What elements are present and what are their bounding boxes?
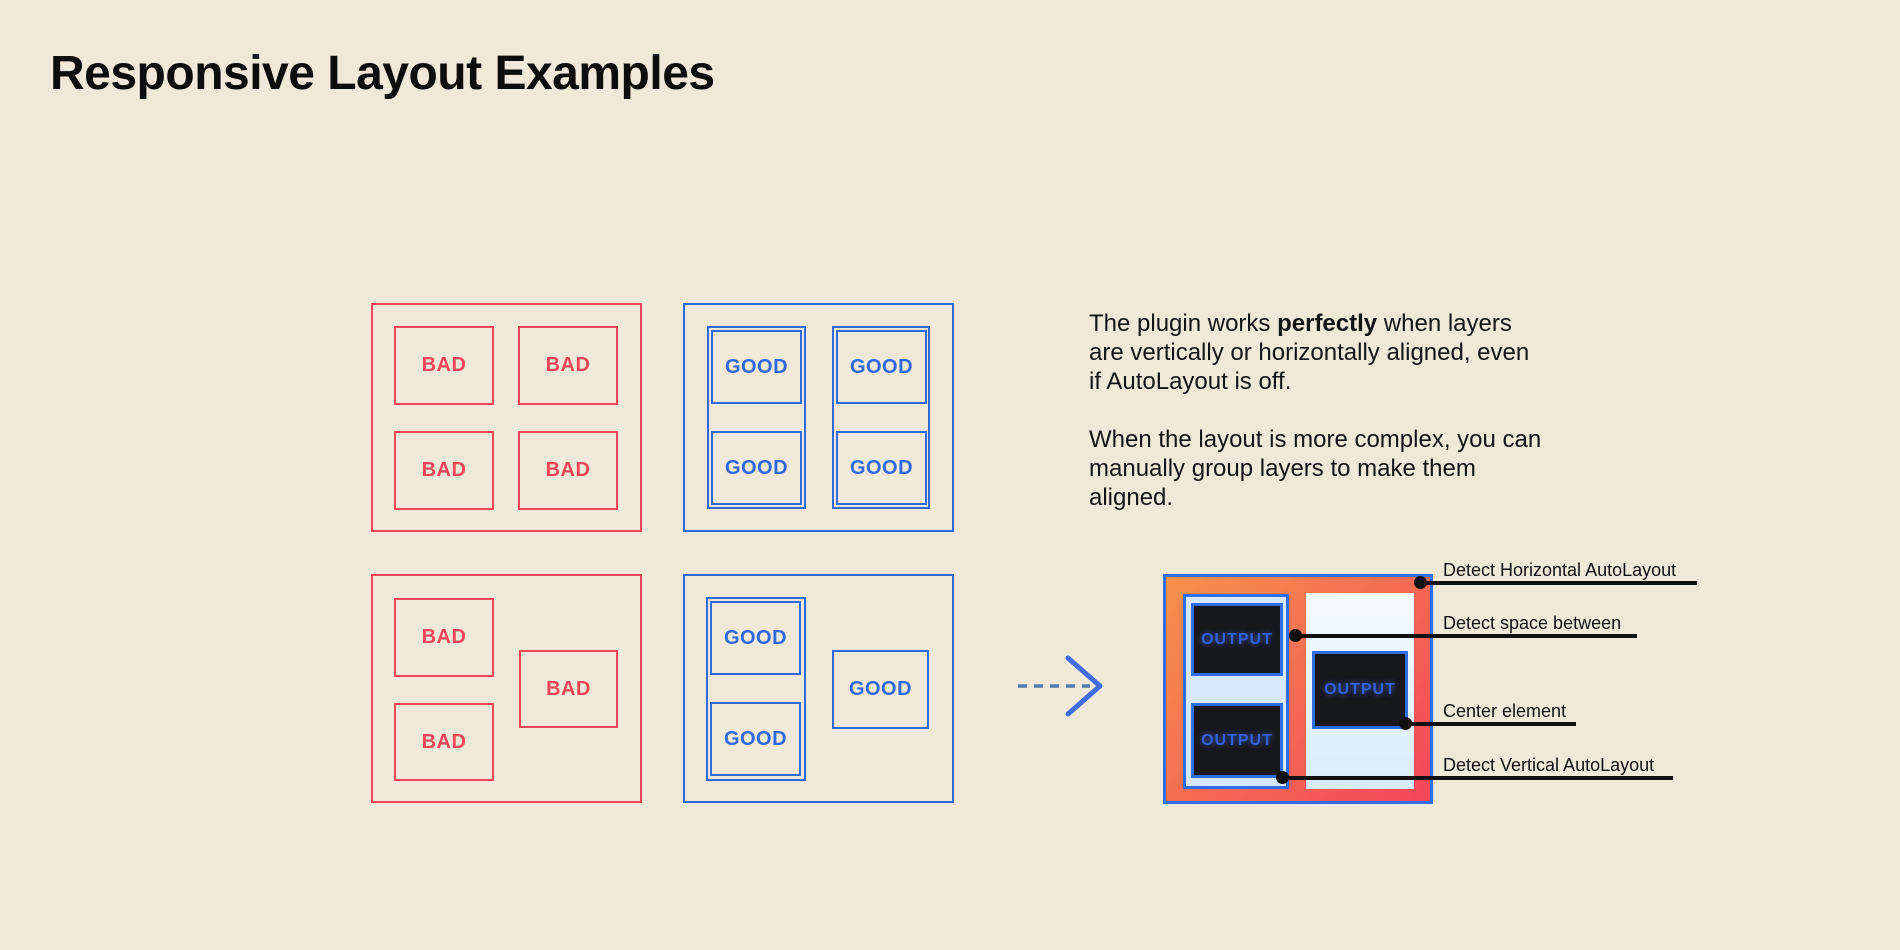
good-column-wrapper: GOOD GOOD <box>832 326 930 509</box>
good-box: GOOD <box>710 702 801 776</box>
callout-label-horizontal: Detect Horizontal AutoLayout <box>1443 560 1677 580</box>
description-paragraph-2: When the layout is more complex, you can… <box>1089 426 1542 511</box>
good-box: GOOD <box>836 431 927 505</box>
bad-box: BAD <box>518 326 618 405</box>
callout-line-space-between <box>1296 634 1637 638</box>
callout-label-center: Center element <box>1443 701 1567 721</box>
callout-dot-space-between <box>1289 629 1302 642</box>
good-box: GOOD <box>710 601 801 675</box>
page-title: Responsive Layout Examples <box>50 47 715 100</box>
bad-group-complex: BAD BAD BAD <box>371 574 642 803</box>
callout-label-space-between: Detect space between <box>1443 613 1622 633</box>
callout-line-vertical <box>1283 776 1673 780</box>
description-p1-bold: perfectly <box>1277 310 1378 337</box>
good-box: GOOD <box>711 431 802 505</box>
callout-line-center <box>1406 722 1576 726</box>
callout-dot-center <box>1399 717 1412 730</box>
good-box: GOOD <box>836 330 927 404</box>
good-group-complex: GOOD GOOD GOOD <box>683 574 954 803</box>
callout-label-vertical: Detect Vertical AutoLayout <box>1443 755 1655 775</box>
bad-box: BAD <box>394 326 494 405</box>
callout-dot-horizontal <box>1414 576 1427 589</box>
bad-box: BAD <box>394 431 494 510</box>
good-column-wrapper: GOOD GOOD <box>706 597 806 781</box>
callout-dot-vertical <box>1276 771 1289 784</box>
bad-box: BAD <box>519 650 618 728</box>
description-p1-end: when layers are vertically or horizontal… <box>1089 310 1530 395</box>
callout-line-horizontal <box>1421 581 1697 585</box>
bad-box: BAD <box>394 598 494 677</box>
bad-group-grid: BAD BAD BAD BAD <box>371 303 642 532</box>
bad-box: BAD <box>518 431 618 510</box>
output-box: OUTPUT <box>1191 603 1283 676</box>
output-preview: OUTPUT OUTPUT OUTPUT <box>1163 574 1433 804</box>
output-box: OUTPUT <box>1191 703 1283 778</box>
good-box: GOOD <box>711 330 802 404</box>
bad-box: BAD <box>394 703 494 781</box>
description-p1-start: The plugin works <box>1089 310 1278 337</box>
good-box: GOOD <box>832 650 929 729</box>
description-text: The plugin works perfectly when layers a… <box>1089 309 1544 512</box>
good-column-wrapper: GOOD GOOD <box>707 326 806 509</box>
good-group-grid: GOOD GOOD GOOD GOOD <box>683 303 954 532</box>
description-paragraph-1: The plugin works perfectly when layers a… <box>1089 309 1544 396</box>
output-box: OUTPUT <box>1312 651 1408 729</box>
arrow-right-icon <box>1018 655 1103 717</box>
